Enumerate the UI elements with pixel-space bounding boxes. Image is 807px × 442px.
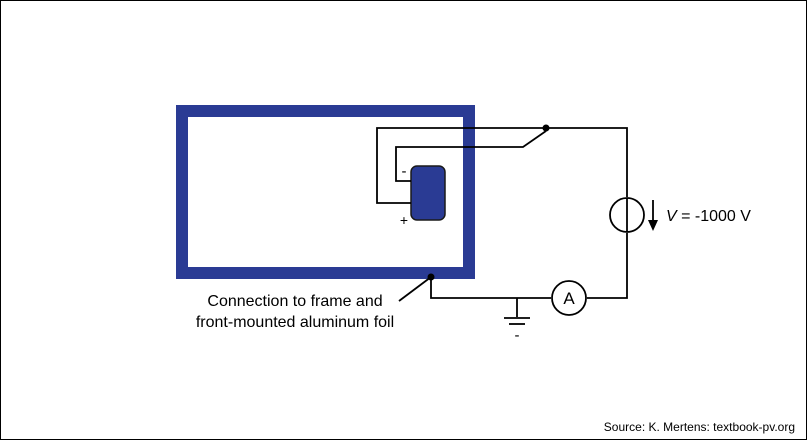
voltage-arrow-head-icon <box>648 220 658 231</box>
ground-icon <box>504 317 530 325</box>
frame-connection-dot <box>427 273 435 281</box>
wire-top-right <box>546 127 628 197</box>
ammeter <box>551 280 587 316</box>
voltage-value: = -1000 V <box>677 208 752 225</box>
voltage-label: V = -1000 V <box>666 208 751 225</box>
connection-label-line1: Connection to frame and <box>207 293 382 310</box>
wire-bottom <box>430 277 551 299</box>
wire-plus-loop <box>376 127 546 204</box>
wire-right-down <box>587 233 628 299</box>
solar-cell <box>410 165 446 221</box>
ammeter-label: A <box>563 289 575 308</box>
minus-terminal-label: - <box>402 163 407 180</box>
connection-pointer <box>398 276 432 302</box>
wires <box>376 127 628 317</box>
voltage-symbol: V <box>666 208 678 225</box>
wire-minus-loop <box>395 130 547 182</box>
switch-node-dot <box>542 124 550 132</box>
connection-label-line2: front-mounted aluminum foil <box>196 314 394 331</box>
plus-terminal-label: + <box>400 212 408 228</box>
source-credit: Source: K. Mertens: textbook-pv.org <box>604 420 795 434</box>
ground-minus-label: - <box>515 327 520 344</box>
module-frame <box>176 105 475 279</box>
